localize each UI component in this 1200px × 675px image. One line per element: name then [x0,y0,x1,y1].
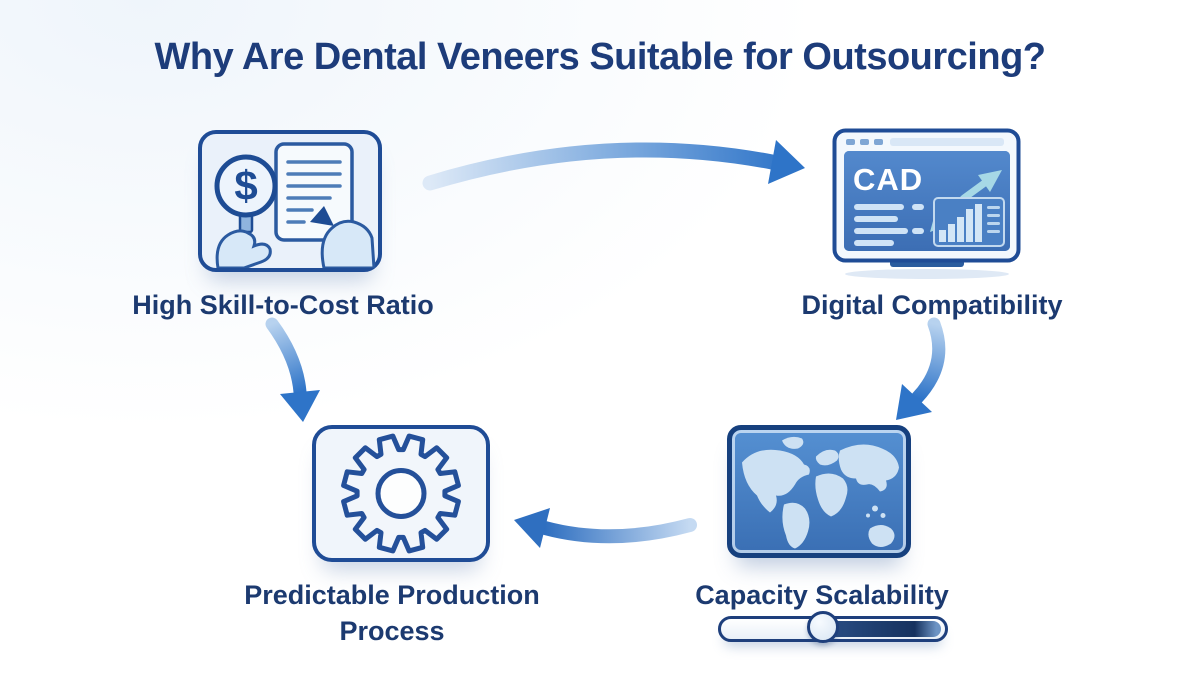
arrow-digital-to-capacity [896,317,946,420]
pen-nib [310,206,334,226]
screen-text-lines [854,204,924,246]
capacity-slider [718,611,948,646]
label-skill-cost: High Skill-to-Cost Ratio [132,290,434,320]
gear-icon [341,433,461,554]
monitor-shadow [845,269,1009,279]
document-lines [286,160,342,224]
arrow-skill-to-process [265,317,320,422]
dollar-magnifier: $ [214,154,278,234]
arrow-skill-to-digital [422,140,805,191]
window-buttons [846,139,883,145]
bar-chart [933,197,1005,247]
node-process [312,425,490,562]
slider-handle [806,611,839,643]
label-capacity: Capacity Scalability [695,580,949,610]
node-capacity [727,425,911,558]
hand-right-with-pen [310,206,376,268]
dollar-glyph: $ [234,162,257,209]
chart-legend-lines [987,206,1000,233]
node-skill-cost: $ [198,130,382,272]
cad-screen-text: CAD [853,162,923,197]
gear-hole [375,468,427,519]
node-digital: CAD [832,128,1022,285]
dollar-magnifier-document-icon: $ [214,142,376,268]
hand-left [215,229,272,268]
arrow-capacity-to-process [514,508,697,548]
label-process: Predictable Production Process [244,580,540,646]
world-map-icon [742,436,899,549]
page-title: Why Are Dental Veneers Suitable for Outs… [154,36,1047,78]
title-bar [890,138,1004,146]
cad-monitor-icon: CAD [832,128,1021,279]
document [274,142,354,242]
slider-fill [821,621,941,637]
continents [742,436,899,549]
label-digital: Digital Compatibility [801,290,1063,320]
